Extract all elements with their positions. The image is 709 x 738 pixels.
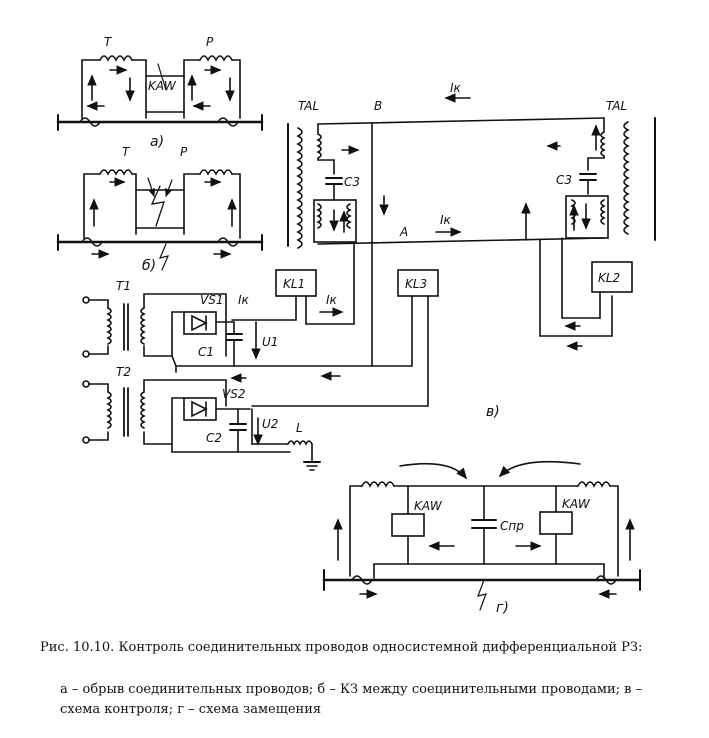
label-VS2: VS2 (222, 387, 245, 401)
label-P-b: P (180, 145, 188, 159)
label-U1: U1 (262, 335, 278, 349)
label-KAW-g2: KAW (562, 497, 591, 511)
label-C3-left: C3 (344, 175, 360, 189)
label-Ik-kl1b: Iк (326, 293, 338, 307)
label-T-b: T (122, 145, 131, 159)
label-TAL-left: TAL (298, 99, 319, 113)
label-C3-right: C3 (556, 173, 572, 187)
labels: T P KAW а) T P б) TAL TAL B Iк A Iк C3 C… (104, 35, 627, 616)
label-A: A (399, 225, 408, 239)
label-C1: C1 (198, 345, 214, 359)
diagram-a (56, 55, 264, 131)
label-Ik-top: Iк (450, 81, 462, 95)
label-VS1: VS1 (200, 293, 223, 307)
label-Ik-mid: Iк (440, 213, 452, 227)
label-KL3: KL3 (405, 277, 427, 291)
label-T1: T1 (116, 279, 131, 293)
figure-legend: а – обрыв соединительных проводов; б – К… (60, 682, 643, 717)
label-U2: U2 (262, 417, 278, 431)
label-KAW-g1: KAW (414, 499, 443, 513)
label-T-a: T (104, 35, 113, 49)
label-KL2: KL2 (598, 271, 620, 285)
label-KL1: KL1 (283, 277, 305, 291)
label-KAW-a: KAW (148, 79, 177, 93)
label-sub-a: а) (150, 134, 164, 150)
diagram-b (56, 169, 264, 271)
label-Ik-kl1a: Iк (238, 293, 250, 307)
figure-caption: Рис. 10.10. Контроль соединительных пров… (40, 640, 643, 655)
label-B: B (374, 99, 382, 113)
label-Cpr: Cпр (500, 519, 524, 533)
diagram-g (322, 460, 642, 611)
label-TAL-right: TAL (606, 99, 627, 113)
label-sub-v: в) (486, 404, 500, 420)
label-sub-g: г) (496, 600, 509, 616)
label-T2: T2 (116, 365, 131, 379)
label-C2: C2 (206, 431, 222, 445)
label-P-a: P (206, 35, 214, 49)
diagram-v (82, 93, 656, 471)
label-L: L (296, 421, 303, 435)
label-sub-b: б) (142, 258, 156, 274)
schematic-figure: T P KAW а) T P б) TAL TAL B Iк A Iк C3 C… (56, 35, 656, 616)
